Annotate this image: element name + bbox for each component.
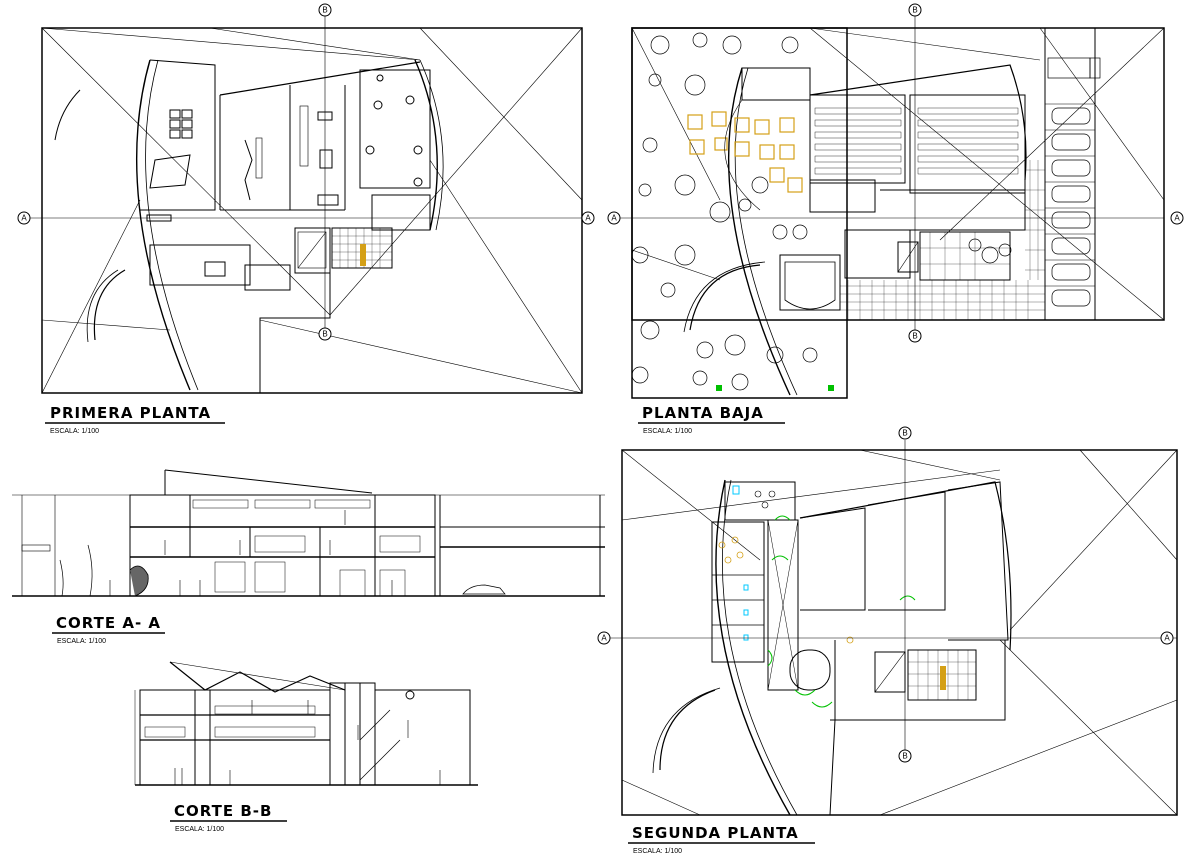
segunda-planta-axis-markers: B B A A: [597, 426, 1174, 763]
corte-b-b-scale: ESCALA: 1/100: [175, 826, 224, 833]
corte-b-b-section: [134, 661, 478, 786]
axis-a-label: A: [601, 634, 607, 643]
segunda-planta-plan: [610, 440, 1178, 816]
corte-b-b-title: CORTE B-B: [174, 802, 272, 820]
axis-b-label: B: [902, 752, 907, 761]
axis-b-label: B: [912, 332, 917, 341]
axis-a-label: A: [21, 214, 27, 223]
axis-b-label: B: [322, 6, 327, 15]
axis-a-label: A: [1174, 214, 1180, 223]
entry-marker: [828, 385, 834, 391]
segunda-planta-scale: ESCALA: 1/100: [633, 848, 682, 855]
corte-a-a-scale: ESCALA: 1/100: [57, 638, 106, 645]
axis-a-label: A: [1164, 634, 1170, 643]
axis-a-label: A: [611, 214, 617, 223]
axis-b-label: B: [912, 6, 917, 15]
planta-baja-scale: ESCALA: 1/100: [643, 428, 692, 435]
segunda-planta-title: SEGUNDA PLANTA: [632, 824, 799, 842]
primera-planta-axis-markers: B B A A: [17, 3, 595, 341]
entry-marker: [716, 385, 722, 391]
axis-a-label: A: [585, 214, 591, 223]
corte-a-a-section: [12, 469, 605, 597]
planta-baja-plan: [620, 15, 1165, 399]
primera-planta-plan: [30, 15, 583, 394]
planta-baja-title: PLANTA BAJA: [642, 404, 764, 422]
axis-b-label: B: [902, 429, 907, 438]
planta-baja-axis-markers: B B A A: [607, 3, 1184, 343]
corte-a-a-title: CORTE A- A: [56, 614, 161, 632]
primera-planta-title: PRIMERA PLANTA: [50, 404, 211, 422]
axis-b-label: B: [322, 330, 327, 339]
primera-planta-scale: ESCALA: 1/100: [50, 428, 99, 435]
